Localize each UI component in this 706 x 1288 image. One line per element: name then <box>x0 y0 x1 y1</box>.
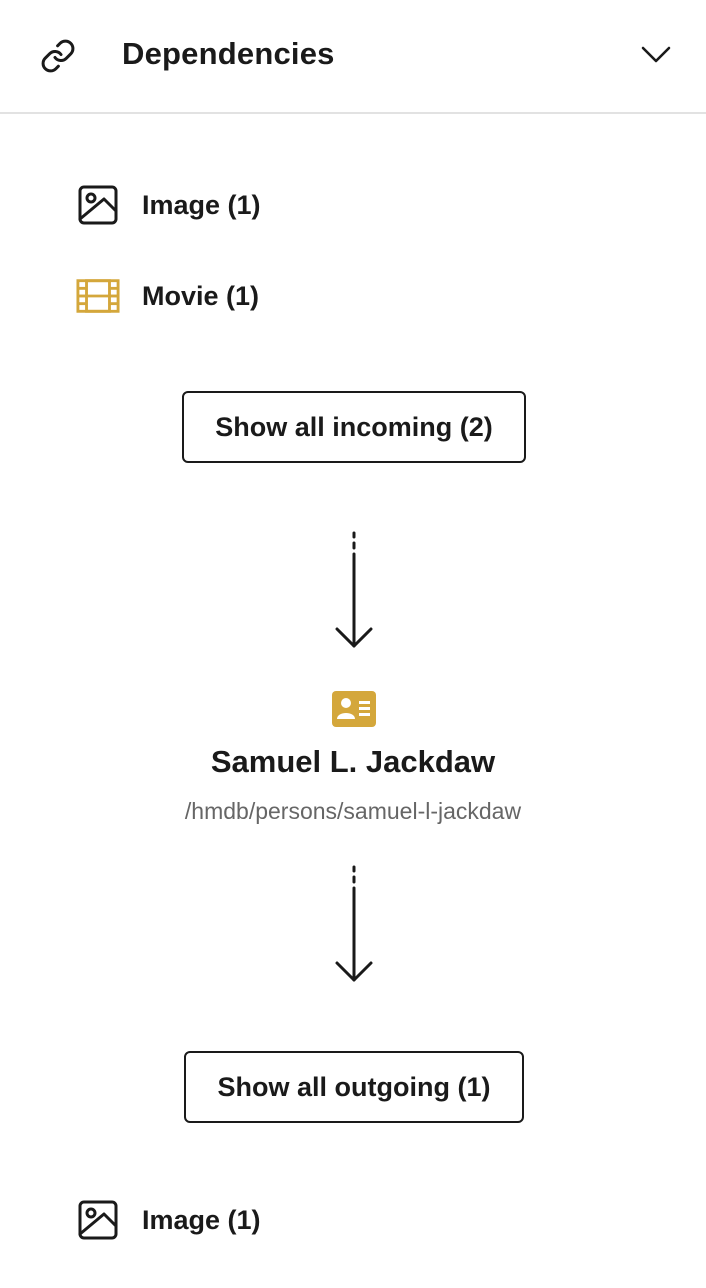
link-icon <box>41 39 75 73</box>
entity-path: /hmdb/persons/samuel-l-jackdaw <box>184 798 522 824</box>
film-icon <box>76 274 120 318</box>
image-icon <box>76 1198 120 1242</box>
contact-card-icon <box>332 691 376 727</box>
incoming-item-label: Image (1) <box>142 189 261 220</box>
outgoing-item-label: Image (1) <box>142 1204 261 1235</box>
panel-title: Dependencies <box>122 36 335 71</box>
arrow-down-icon <box>335 865 373 982</box>
entity-name: Samuel L. Jackdaw <box>210 744 496 779</box>
arrow-down-icon <box>335 531 373 648</box>
show-all-incoming-button[interactable]: Show all incoming (2) <box>182 391 526 463</box>
chevron-down-icon[interactable] <box>636 38 676 72</box>
incoming-item-movie[interactable]: Movie (1) <box>76 272 259 320</box>
panel-header[interactable]: Dependencies <box>0 0 706 114</box>
incoming-item-label: Movie (1) <box>142 280 260 311</box>
outgoing-item-image[interactable]: Image (1) <box>76 1196 261 1244</box>
show-all-outgoing-button[interactable]: Show all outgoing (1) <box>184 1051 524 1123</box>
image-icon <box>76 183 120 227</box>
incoming-item-image[interactable]: Image (1) <box>76 181 261 229</box>
